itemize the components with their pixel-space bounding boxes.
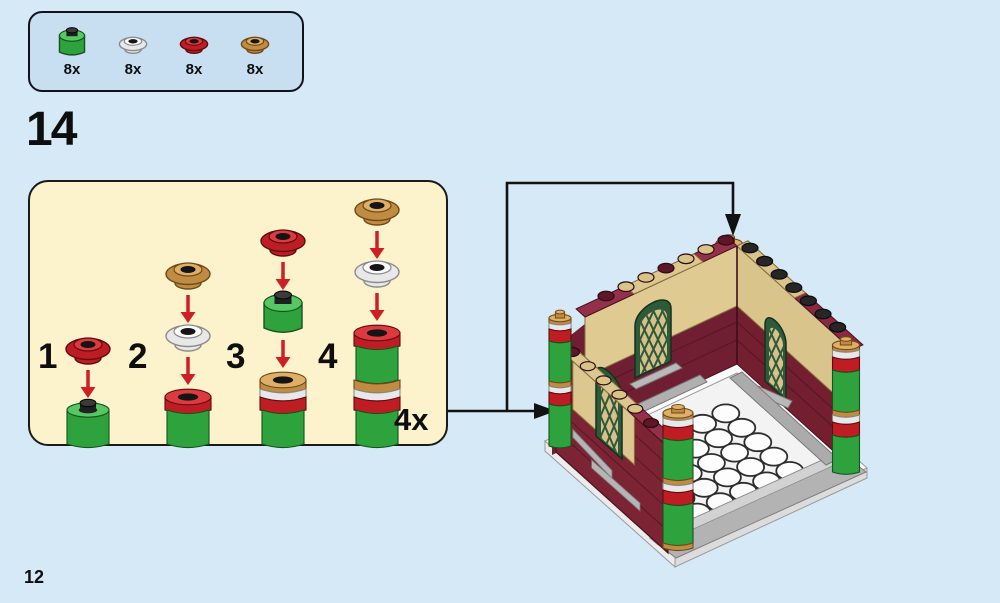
part-qty-label: 8x [63,61,81,78]
part-qty-label: 8x [185,61,203,78]
substack-number: 4 [318,337,338,376]
assembly-arrows [448,181,741,419]
repeat-count-label: 4x [394,402,429,437]
part-qty-label: 8x [246,61,264,78]
substep-panel [28,180,448,446]
parts-callout-box [28,11,304,92]
substack-number: 1 [38,337,58,376]
step-number: 14 [26,103,77,156]
page-number: 12 [24,567,45,587]
part-qty-label: 8x [124,61,142,78]
lego-model-illustration [544,234,868,569]
substack-number: 2 [128,337,148,376]
substack-number: 3 [226,337,246,376]
